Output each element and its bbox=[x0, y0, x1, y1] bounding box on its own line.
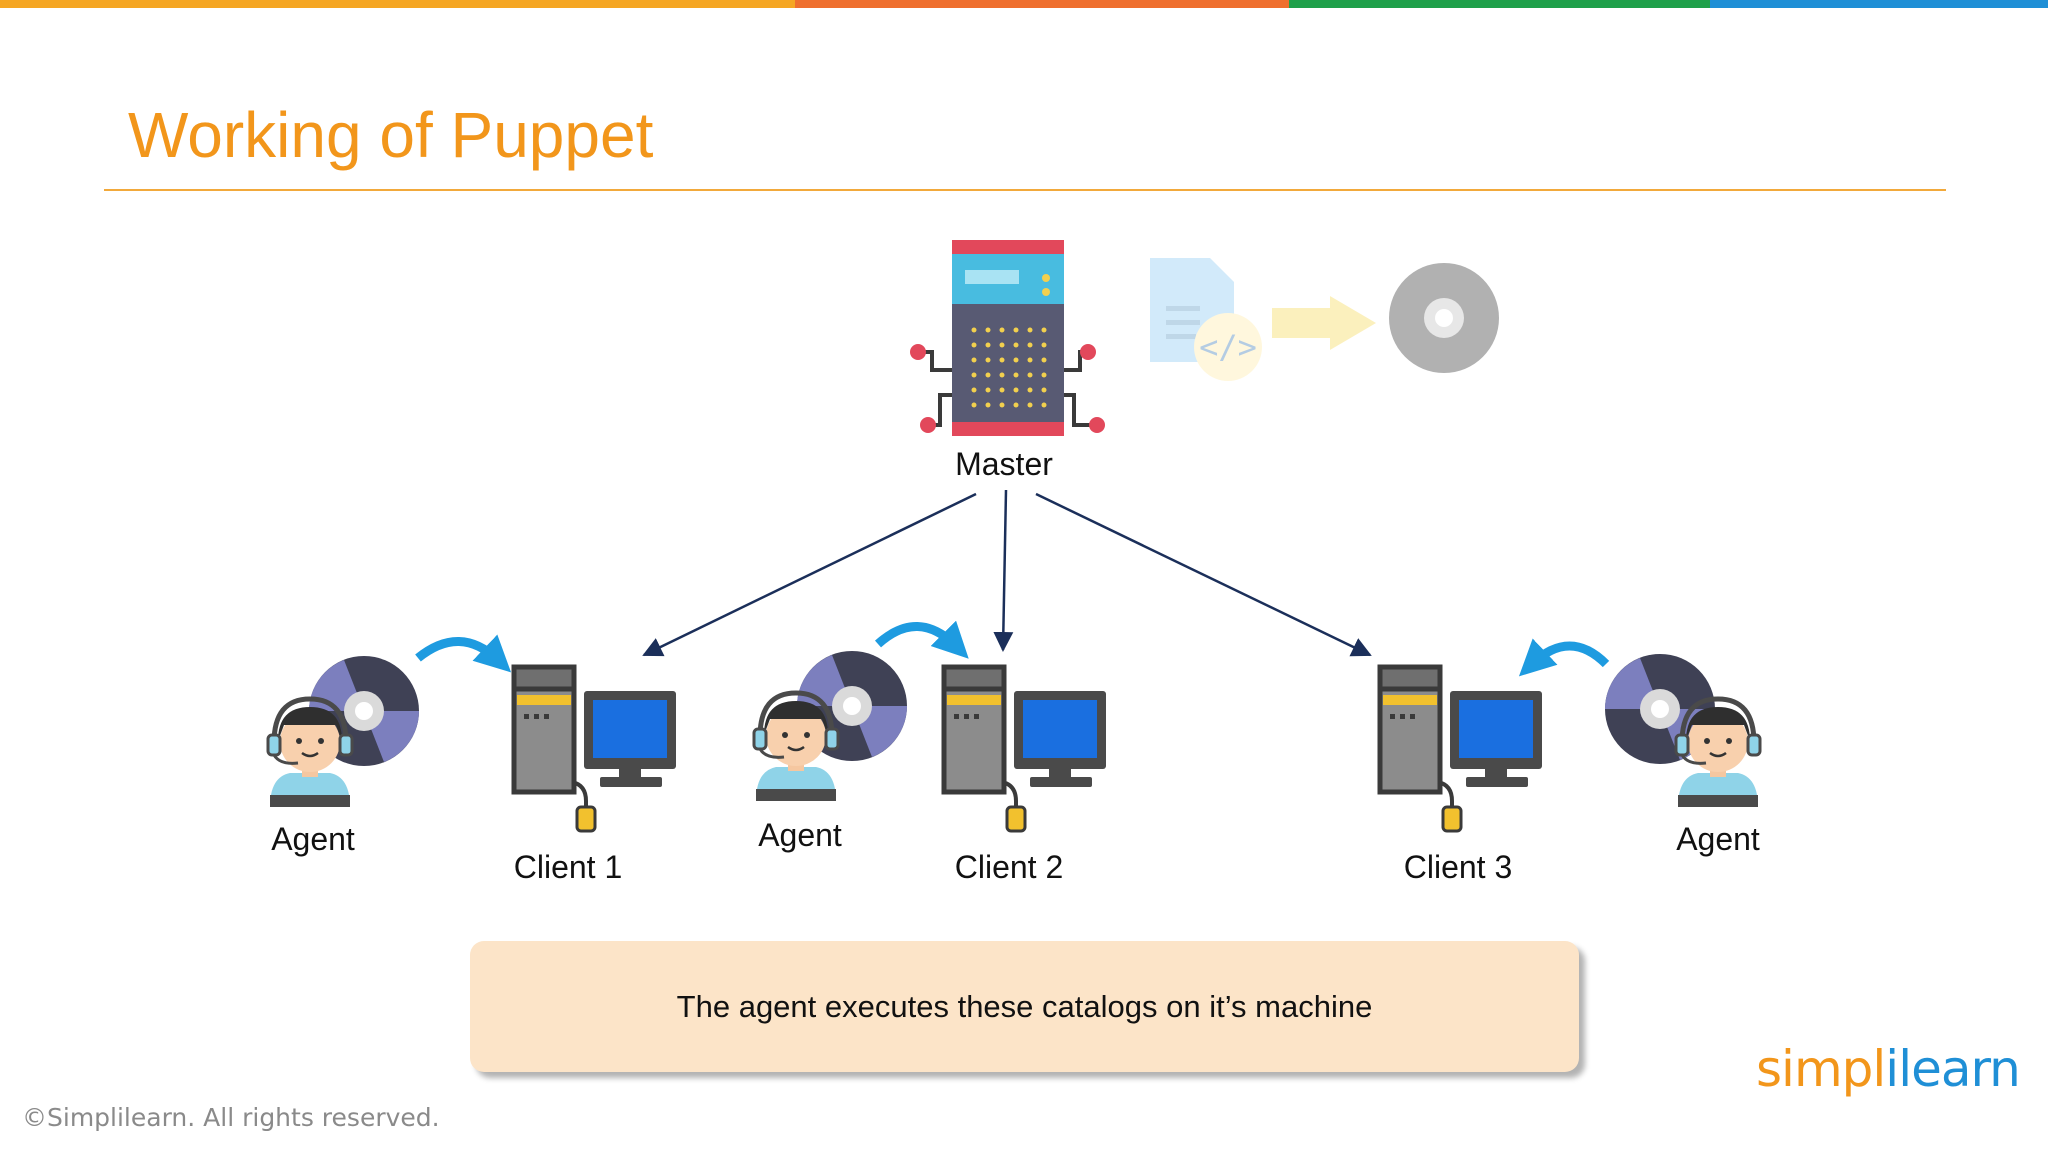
logo-text-i: i bbox=[1885, 1040, 1899, 1098]
client-2-label: Client 2 bbox=[954, 849, 1064, 885]
agent-3-label: Agent bbox=[1676, 821, 1760, 857]
svg-text:</>: </> bbox=[1199, 328, 1257, 366]
arrow-right-icon bbox=[1272, 296, 1376, 350]
client-1-label: Client 1 bbox=[513, 849, 623, 885]
agent-headset-icon bbox=[268, 699, 352, 807]
master-to-client3-arrow bbox=[1035, 492, 1372, 657]
top-bar-segment-orange bbox=[0, 0, 795, 8]
desktop-computer-icon bbox=[944, 667, 1106, 831]
client-3-label: Client 3 bbox=[1403, 849, 1513, 885]
simplilearn-logo: simplilearn bbox=[1756, 1040, 2021, 1098]
agent-1-label: Agent bbox=[271, 821, 355, 857]
callout-box: The agent executes these catalogs on it’… bbox=[470, 941, 1579, 1072]
curved-arrow-icon bbox=[415, 634, 512, 673]
logo-text-learn: learn bbox=[1898, 1040, 2021, 1098]
top-bar-segment-blue bbox=[1710, 0, 2048, 8]
agent-headset-icon bbox=[1676, 699, 1760, 807]
logo-text-simpl: simpl bbox=[1756, 1040, 1886, 1098]
top-bar-segment-green bbox=[1289, 0, 1710, 8]
master-to-client1-arrow bbox=[642, 492, 977, 657]
master-label: Master bbox=[955, 446, 1053, 482]
desktop-computer-icon bbox=[514, 667, 676, 831]
top-color-bar bbox=[0, 0, 2048, 8]
agent-2-label: Agent bbox=[758, 817, 842, 853]
title-divider bbox=[104, 189, 1946, 191]
top-bar-segment-red bbox=[795, 0, 1289, 8]
manifest-compile-illustration: </> bbox=[1150, 258, 1499, 381]
curved-arrow-icon bbox=[1518, 638, 1610, 677]
desktop-computer-icon bbox=[1380, 667, 1542, 831]
catalog-disc-icon bbox=[1389, 263, 1499, 373]
copyright-text: ©Simplilearn. All rights reserved. bbox=[22, 1103, 440, 1132]
server-rack-icon bbox=[910, 240, 1105, 436]
slide-title: Working of Puppet bbox=[128, 99, 654, 171]
code-file-icon: </> bbox=[1150, 258, 1262, 381]
callout-text: The agent executes these catalogs on it’… bbox=[676, 988, 1373, 1024]
agent-headset-icon bbox=[754, 693, 838, 801]
master-to-client2-arrow bbox=[993, 489, 1014, 652]
curved-arrow-icon bbox=[874, 620, 969, 659]
